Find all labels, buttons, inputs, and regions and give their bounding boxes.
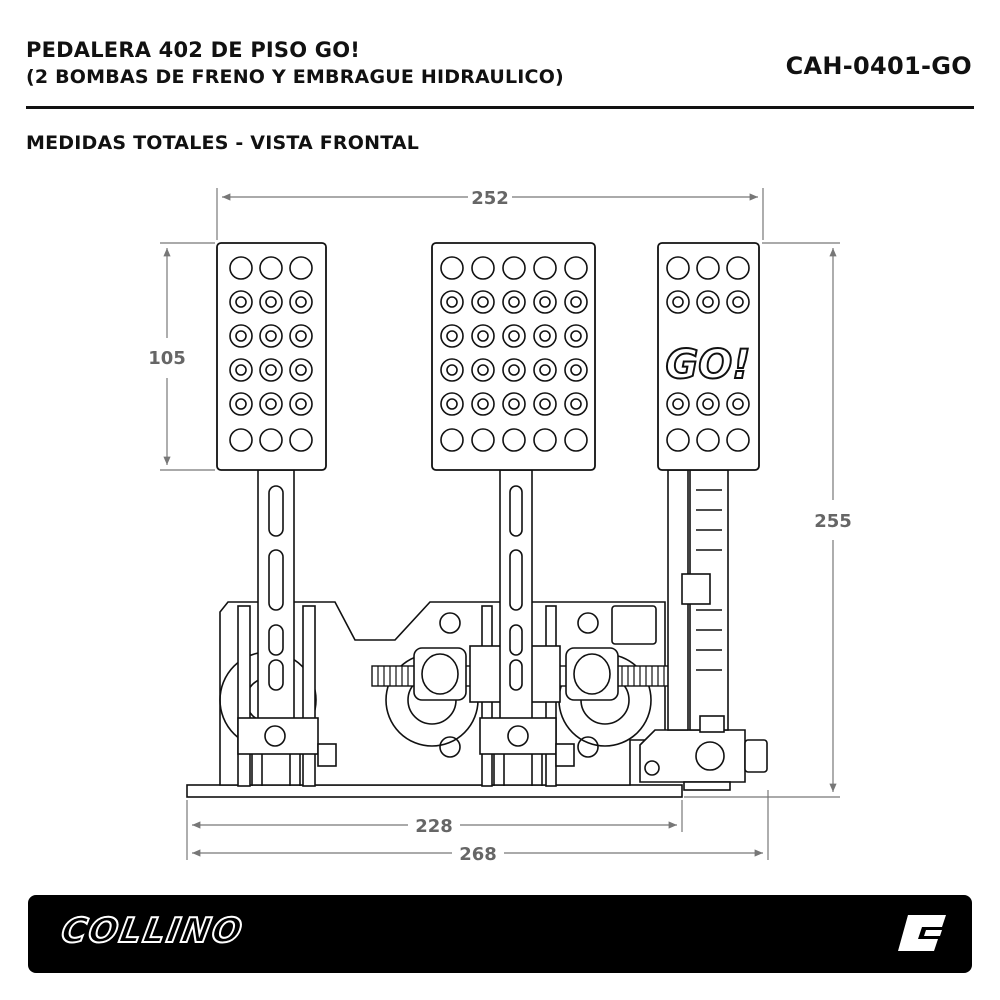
footer-bar: COLLINO	[28, 895, 972, 973]
pad-hole-inner	[265, 296, 277, 308]
page-title: PEDALERA 402 DE PISO GO!	[26, 38, 361, 62]
pad-hole	[666, 428, 690, 452]
pad-hole-inner	[295, 296, 307, 308]
section-title: MEDIDAS TOTALES - VISTA FRONTAL	[26, 132, 420, 154]
pad-hole-inner	[508, 398, 520, 410]
product-code: CAH-0401-GO	[785, 52, 972, 80]
pad-hole-inner	[477, 330, 489, 342]
pad-hole-inner	[295, 330, 307, 342]
pad-hole-inner	[570, 296, 582, 308]
bearing-left	[413, 647, 467, 701]
pad-hole	[471, 428, 495, 452]
pad-hole-inner	[235, 296, 247, 308]
pad-hole	[533, 256, 557, 280]
pad-hole-inner	[446, 330, 458, 342]
page-subtitle: (2 BOMBAS DE FRENO Y EMBRAGUE HIDRAULICO…	[26, 66, 564, 88]
pad-hole-inner	[477, 364, 489, 376]
pad-hole	[259, 256, 283, 280]
pad-hole-inner	[570, 330, 582, 342]
pad-hole	[229, 256, 253, 280]
pad-hole	[229, 428, 253, 452]
pad-hole-inner	[702, 296, 714, 308]
pad-hole-inner	[539, 330, 551, 342]
pad-hole	[440, 428, 464, 452]
pad-hole	[726, 256, 750, 280]
dimension-base-width-label: 228	[415, 816, 453, 837]
pad-hole-inner	[539, 364, 551, 376]
pad-hole-inner	[539, 398, 551, 410]
pad-hole	[696, 428, 720, 452]
pad-hole-inner	[295, 364, 307, 376]
dimension-base-width	[186, 790, 769, 860]
pad-hole-inner	[295, 398, 307, 410]
pad-hole-inner	[732, 296, 744, 308]
pad-hole-inner	[732, 398, 744, 410]
dimension-top-width-label: 252	[471, 188, 509, 209]
pad-hole-inner	[446, 398, 458, 410]
pad-hole	[533, 428, 557, 452]
dimension-total-height-label: 255	[814, 511, 852, 532]
pad-hole-inner	[235, 398, 247, 410]
pad-hole-inner	[539, 296, 551, 308]
pedal-arm-right	[667, 469, 729, 733]
collino-c-icon	[896, 911, 946, 959]
pad-hole	[564, 256, 588, 280]
pad-hole	[471, 256, 495, 280]
brand-logo: COLLINO	[57, 910, 247, 952]
pad-hole-inner	[265, 398, 277, 410]
pad-hole-inner	[235, 364, 247, 376]
pad-hole-inner	[235, 330, 247, 342]
pad-hole	[564, 428, 588, 452]
master-cylinder-block	[639, 729, 768, 791]
pad-hole	[726, 428, 750, 452]
dimension-top-width	[216, 188, 764, 240]
dimension-pad-height	[160, 242, 215, 471]
pad-hole-inner	[570, 364, 582, 376]
pad-hole-inner	[508, 296, 520, 308]
pad-hole	[696, 256, 720, 280]
header-divider	[26, 106, 974, 109]
pad-hole	[502, 256, 526, 280]
pad-hole-inner	[508, 364, 520, 376]
go-logo: GO!	[665, 342, 750, 388]
dimension-total-width-label: 268	[459, 844, 497, 865]
pedal-pad-center	[431, 242, 596, 471]
pad-hole	[289, 428, 313, 452]
pad-hole-inner	[446, 296, 458, 308]
pad-hole-inner	[265, 364, 277, 376]
pedal-pad-right: GO!	[657, 242, 760, 471]
pad-hole	[289, 256, 313, 280]
pad-hole	[666, 256, 690, 280]
dimension-pad-height-label: 105	[148, 348, 186, 369]
pedal-pad-left	[216, 242, 327, 471]
pad-hole-inner	[477, 398, 489, 410]
pad-hole-inner	[508, 330, 520, 342]
dimension-total-height	[684, 242, 840, 798]
pad-hole-inner	[702, 398, 714, 410]
pad-hole-inner	[477, 296, 489, 308]
pedal-arm-left	[237, 469, 337, 787]
pad-hole-inner	[570, 398, 582, 410]
pad-hole	[440, 256, 464, 280]
pad-hole	[502, 428, 526, 452]
pedal-arm-center	[469, 469, 575, 787]
pad-hole-inner	[265, 330, 277, 342]
pad-hole	[259, 428, 283, 452]
bearing-right	[565, 647, 619, 701]
pad-hole-inner	[446, 364, 458, 376]
pad-hole-inner	[672, 398, 684, 410]
pad-hole-inner	[672, 296, 684, 308]
